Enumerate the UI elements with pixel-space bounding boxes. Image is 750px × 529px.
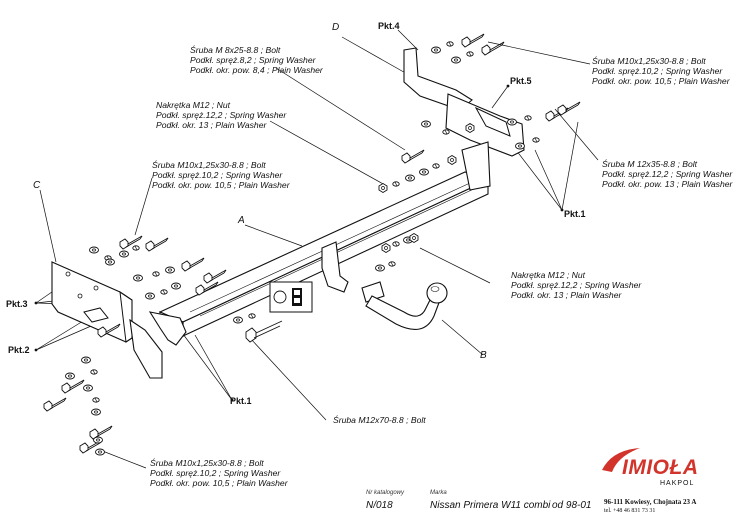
note-line: Śruba M12x70-8.8 ; Bolt	[333, 415, 426, 425]
fasteners	[43, 33, 581, 456]
note-line: Podkł. okr. pow. 8,4 ; Plain Washer	[190, 65, 323, 76]
label-a: A	[238, 215, 245, 226]
note-nut-m12-top: Nakrętka M12 ; Nut Podkł. spręż.12,2 ; S…	[156, 100, 286, 131]
note-line: Podkł. okr. 13 ; Plain Washer	[511, 290, 622, 301]
tow-ball-b	[361, 281, 448, 330]
note-bolt-m8: Śruba M 8x25-8.8 ; Bolt Podkł. spręż.8,2…	[190, 45, 323, 76]
production-date: od 98-01	[552, 500, 592, 511]
right-bracket-d	[403, 47, 525, 191]
note-line: Podkł. spręż.12,2 ; Spring Washer	[602, 169, 733, 180]
label-c: C	[33, 180, 41, 191]
pkt1-bottom-label: Pkt.1	[230, 396, 252, 406]
note-line: Podkł. spręż.12,2 ; Spring Washer	[156, 110, 287, 121]
hitch-mount	[269, 241, 349, 313]
catalog-number: N/018	[366, 500, 393, 511]
note-line: Podkł. spręż.10,2 ; Spring Washer	[152, 170, 283, 181]
note-line: Śruba M 12x35-8.8 ; Bolt	[602, 159, 698, 169]
label-d: D	[332, 22, 340, 33]
company-logo: IMIOŁA	[622, 456, 699, 479]
note-nut-m12-right: Nakrętka M12 ; Nut Podkł. spręż.12,2 ; S…	[511, 270, 641, 301]
note-line: Nakrętka M12 ; Nut	[511, 270, 586, 280]
catalog-caption: Nr katalogowy	[366, 490, 405, 496]
label-b: B	[480, 350, 487, 361]
callout-dots	[34, 84, 564, 402]
company-address: 96-111 Kowiesy, Chojnata 23 A	[604, 498, 697, 506]
note-line: Śruba M10x1,25x30-8.8 ; Bolt	[592, 56, 706, 66]
company-subtitle: HAKPOL	[660, 480, 695, 487]
vehicle-model: Nissan Primera W11 combi	[430, 500, 551, 511]
pkt4-label: Pkt.4	[378, 21, 400, 31]
note-line: Śruba M 8x25-8.8 ; Bolt	[190, 45, 281, 55]
company-logo-mark	[602, 448, 640, 472]
note-line: Śruba M10x1,25x30-8.8 ; Bolt	[152, 160, 266, 170]
note-bolt-m10-top-right: Śruba M10x1,25x30-8.8 ; Bolt Podkł. sprę…	[592, 56, 730, 87]
note-bolt-m12x35: Śruba M 12x35-8.8 ; Bolt Podkł. spręż.12…	[602, 159, 732, 190]
note-bolt-m10-bottom: Śruba M10x1,25x30-8.8 ; Bolt Podkł. sprę…	[150, 458, 288, 489]
pkt3-label: Pkt.3	[6, 299, 28, 309]
company-phone: tel. +48 46 831 73 31	[604, 508, 656, 514]
note-line: Podkł. spręż.8,2 ; Spring Washer	[190, 55, 316, 66]
brand-caption: Marka	[430, 490, 447, 496]
note-line: Podkł. okr. 13 ; Plain Washer	[156, 120, 267, 131]
note-line: Podkł. okr. pow. 13 ; Plain Washer	[602, 179, 733, 190]
left-bracket-c	[51, 261, 187, 379]
note-line: Podkł. spręż.10,2 ; Spring Washer	[592, 66, 723, 77]
pkt2-label: Pkt.2	[8, 345, 30, 355]
note-line: Śruba M10x1,25x30-8.8 ; Bolt	[150, 458, 264, 468]
pkt5-label: Pkt.5	[510, 76, 532, 86]
note-bolt-m12x70: Śruba M12x70-8.8 ; Bolt	[333, 415, 426, 425]
note-line: Nakrętka M12 ; Nut	[156, 100, 231, 110]
note-line: Podkł. okr. pow. 10,5 ; Plain Washer	[152, 180, 290, 191]
note-line: Podkł. spręż.10,2 ; Spring Washer	[150, 468, 281, 479]
note-line: Podkł. spręż.12,2 ; Spring Washer	[511, 280, 642, 291]
note-line: Podkł. okr. pow. 10,5 ; Plain Washer	[150, 478, 288, 489]
note-bolt-m10-left: Śruba M10x1,25x30-8.8 ; Bolt Podkł. sprę…	[152, 160, 290, 191]
pkt1-top-label: Pkt.1	[564, 209, 586, 219]
note-line: Podkł. okr. pow. 10,5 ; Plain Washer	[592, 76, 730, 87]
